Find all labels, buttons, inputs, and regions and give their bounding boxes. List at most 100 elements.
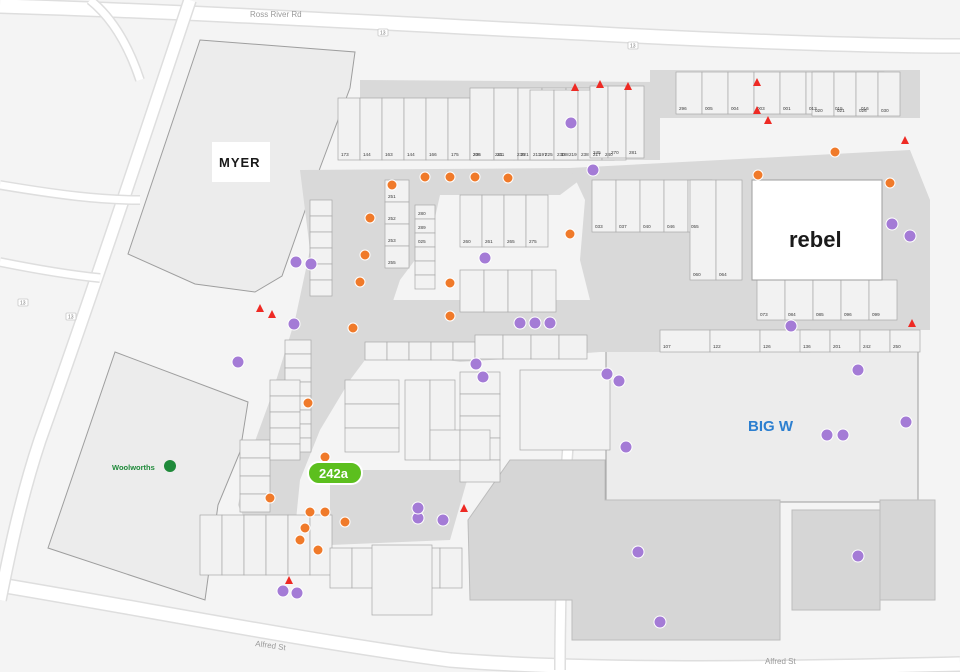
entry-marker[interactable] (571, 83, 579, 91)
shop-unit[interactable] (403, 97, 427, 161)
facility-icon[interactable] (304, 257, 318, 271)
amenity-icon[interactable] (444, 277, 456, 289)
facility-icon[interactable] (276, 584, 290, 598)
shop-unit[interactable] (689, 179, 717, 281)
location-marker[interactable]: 242a (307, 461, 363, 485)
shop-unit[interactable] (607, 85, 627, 159)
amenity-icon[interactable] (386, 179, 398, 191)
shop-unit[interactable] (364, 341, 388, 361)
facility-icon[interactable] (899, 415, 913, 429)
facility-icon[interactable] (478, 251, 492, 265)
amenity-icon[interactable] (469, 171, 481, 183)
entry-marker[interactable] (901, 136, 909, 144)
amenity-icon[interactable] (264, 492, 276, 504)
shop-unit[interactable] (221, 514, 245, 576)
amenity-icon[interactable] (419, 171, 431, 183)
shop-unit[interactable] (701, 71, 729, 115)
shop-unit[interactable] (615, 179, 641, 233)
shop-unit[interactable] (529, 89, 555, 161)
shop-unit[interactable] (784, 279, 814, 321)
facility-icon[interactable] (836, 428, 850, 442)
facility-icon[interactable] (653, 615, 667, 629)
shop-unit[interactable] (269, 379, 301, 397)
shop-unit[interactable] (558, 334, 588, 360)
shop-unit[interactable] (639, 179, 665, 233)
shop-unit[interactable] (309, 231, 333, 249)
facility-icon[interactable] (231, 355, 245, 369)
shop-unit[interactable] (269, 395, 301, 413)
amenity-icon[interactable] (364, 212, 376, 224)
entry-marker[interactable] (460, 504, 468, 512)
amenity-icon[interactable] (359, 249, 371, 261)
shop-unit[interactable] (384, 245, 410, 269)
facility-icon[interactable] (513, 316, 527, 330)
shop-unit[interactable] (309, 514, 333, 576)
amenity-icon[interactable] (502, 172, 514, 184)
shop-unit[interactable] (493, 87, 519, 161)
shop-unit[interactable] (715, 179, 743, 281)
facility-icon[interactable] (436, 513, 450, 527)
facility-icon[interactable] (289, 255, 303, 269)
facility-icon[interactable] (784, 319, 798, 333)
shop-unit[interactable] (868, 279, 898, 321)
amenity-icon[interactable] (304, 506, 316, 518)
amenity-icon[interactable] (444, 310, 456, 322)
facility-icon[interactable] (469, 357, 483, 371)
entry-marker[interactable] (285, 576, 293, 584)
amenity-icon[interactable] (339, 516, 351, 528)
facility-icon[interactable] (820, 428, 834, 442)
shop-unit[interactable] (469, 87, 495, 161)
amenity-icon[interactable] (354, 276, 366, 288)
shop-unit[interactable] (386, 341, 410, 361)
amenity-icon[interactable] (312, 544, 324, 556)
entry-marker[interactable] (256, 304, 264, 312)
shop-unit[interactable] (199, 514, 223, 576)
shop-unit[interactable] (519, 369, 611, 451)
facility-icon[interactable] (290, 586, 304, 600)
facility-icon[interactable] (411, 501, 425, 515)
facility-icon[interactable] (528, 316, 542, 330)
shop-unit[interactable] (459, 393, 501, 417)
shop-unit[interactable] (525, 194, 549, 248)
entry-marker[interactable] (624, 82, 632, 90)
shop-unit[interactable] (663, 179, 689, 233)
facility-icon[interactable] (586, 163, 600, 177)
entry-marker[interactable] (596, 80, 604, 88)
amenity-icon[interactable] (829, 146, 841, 158)
shop-unit[interactable] (459, 429, 491, 461)
shop-unit[interactable] (359, 97, 383, 161)
shop-unit[interactable] (284, 353, 312, 369)
facility-icon[interactable] (564, 116, 578, 130)
facility-icon[interactable] (476, 370, 490, 384)
facility-icon[interactable] (851, 549, 865, 563)
amenity-icon[interactable] (347, 322, 359, 334)
shop-unit[interactable] (591, 179, 617, 233)
amenity-icon[interactable] (302, 397, 314, 409)
shop-unit[interactable] (414, 274, 436, 290)
entry-marker[interactable] (753, 106, 761, 114)
shop-unit[interactable] (269, 411, 301, 429)
shop-unit[interactable] (337, 97, 361, 161)
shop-unit[interactable] (675, 71, 703, 115)
shop-unit[interactable] (329, 547, 353, 589)
amenity-icon[interactable] (294, 534, 306, 546)
woolworths-anchor[interactable]: Woolworths (112, 460, 176, 472)
shop-unit[interactable] (452, 341, 476, 361)
shop-unit[interactable] (351, 547, 375, 589)
shop-unit[interactable] (309, 199, 333, 217)
facility-icon[interactable] (600, 367, 614, 381)
shop-unit[interactable] (239, 475, 271, 495)
shop-unit[interactable] (381, 97, 405, 161)
myer-anchor[interactable]: MYER (212, 142, 270, 182)
facility-icon[interactable] (885, 217, 899, 231)
entry-marker[interactable] (753, 78, 761, 86)
shop-unit[interactable] (414, 260, 436, 276)
shop-unit[interactable] (753, 71, 781, 115)
shop-unit[interactable] (239, 439, 271, 459)
shop-unit[interactable] (877, 71, 901, 117)
facility-icon[interactable] (631, 545, 645, 559)
shop-unit[interactable] (727, 71, 755, 115)
rebel-anchor[interactable]: rebel (751, 179, 883, 281)
shop-unit[interactable] (447, 97, 471, 161)
